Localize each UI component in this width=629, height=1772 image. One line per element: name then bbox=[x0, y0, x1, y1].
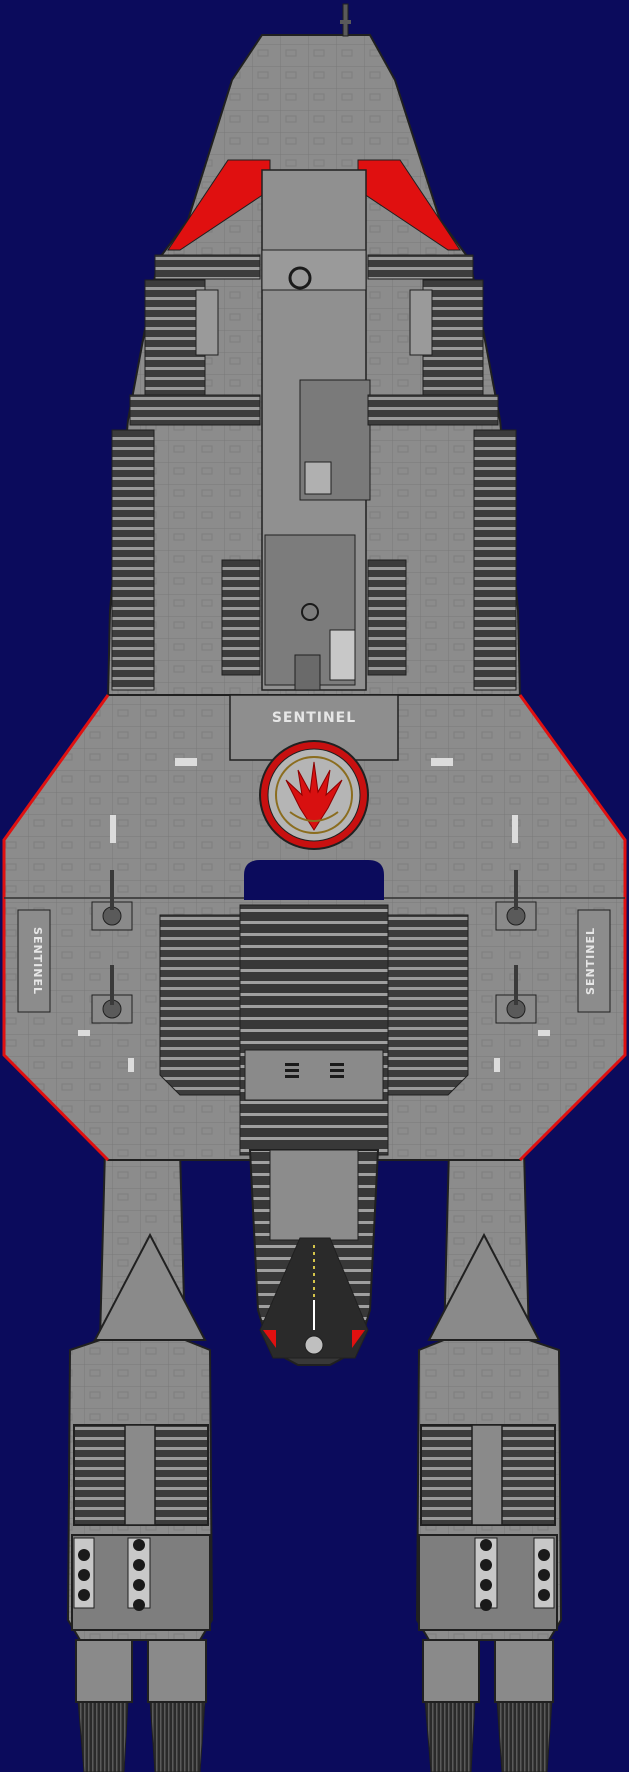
left-nacelle bbox=[66, 1149, 214, 1772]
gun-turret-icon bbox=[91, 870, 133, 931]
aft-landing-bay bbox=[248, 1149, 380, 1366]
forward-hull bbox=[106, 3, 522, 701]
gun-turret-icon bbox=[91, 965, 133, 1024]
red-stripe-left bbox=[167, 159, 271, 251]
mid-wing-section: SENTINEL SENTINEL SENTINEL bbox=[2, 694, 627, 1162]
right-pod-label: SENTINEL bbox=[584, 927, 597, 995]
colonial-phoenix-emblem bbox=[259, 740, 369, 850]
gun-turret-icon bbox=[495, 965, 537, 1024]
left-pod-label: SENTINEL bbox=[31, 927, 44, 995]
right-nacelle bbox=[415, 1149, 563, 1772]
gun-turret-icon bbox=[495, 870, 537, 931]
ship-name-label: SENTINEL bbox=[272, 710, 356, 726]
